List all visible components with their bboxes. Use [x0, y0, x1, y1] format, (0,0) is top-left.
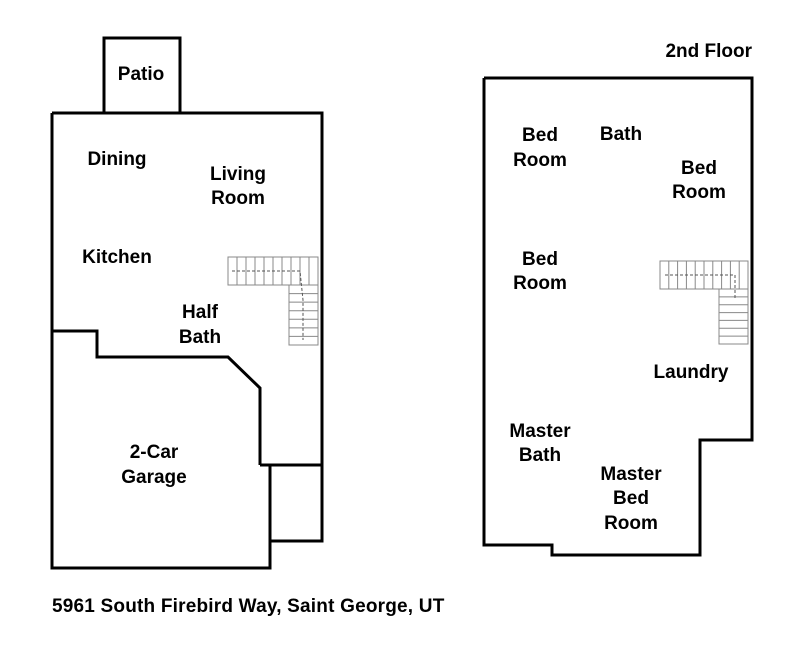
first-floor: Patio Dining Living Room Kitchen Half Ba… [50, 36, 324, 570]
second-floor-outline [482, 76, 754, 557]
room-label-master-bed-room-line1: Master [600, 464, 662, 485]
room-label-master-bath-line1: Master [509, 421, 571, 442]
room-label-bed-room-2-line1: Bed [681, 158, 717, 179]
room-label-master-bath-line2: Bath [519, 445, 561, 466]
room-label-bed-room-3-line1: Bed [522, 249, 558, 270]
room-label-dining: Dining [87, 149, 146, 170]
second-floor-title: 2nd Floor [665, 41, 752, 62]
second-floor-stairs [659, 260, 749, 345]
second-floor: 2nd Floor Bed Room Bath Bed Room Bed Roo… [482, 41, 754, 557]
room-label-half-bath-line2: Bath [179, 327, 221, 348]
room-label-half-bath-line1: Half [182, 302, 219, 323]
room-label-master-bed-room-line3: Room [604, 513, 658, 534]
garage-partition-wall [52, 329, 262, 465]
room-label-living-line2: Room [211, 188, 265, 209]
room-label-bed-room-1-line1: Bed [522, 125, 558, 146]
room-label-bed-room-3-line2: Room [513, 273, 567, 294]
room-label-bath: Bath [600, 124, 642, 145]
room-label-bed-room-2-line2: Room [672, 182, 726, 203]
room-label-bed-room-1-line2: Room [513, 150, 567, 171]
room-label-master-bed-room-line2: Bed [613, 488, 649, 509]
first-floor-stairs [227, 256, 319, 346]
property-address: 5961 South Firebird Way, Saint George, U… [52, 596, 445, 617]
room-label-patio: Patio [118, 64, 164, 85]
room-label-garage-line1: 2-Car [130, 442, 179, 463]
room-label-living-line1: Living [210, 164, 266, 185]
room-label-kitchen: Kitchen [82, 247, 152, 268]
first-floor-left-wall [50, 113, 324, 570]
room-label-laundry: Laundry [654, 362, 729, 383]
room-label-garage-line2: Garage [121, 467, 186, 488]
